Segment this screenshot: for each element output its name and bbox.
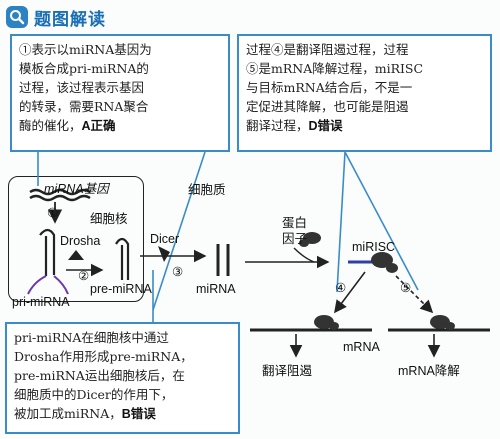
protein-factor-blob	[299, 232, 321, 247]
gene-strand-top	[29, 188, 91, 196]
verdict-d: D错误	[308, 119, 343, 133]
step2-label: ②	[78, 269, 90, 283]
protein-factor-joining	[293, 247, 315, 263]
mirisc-label: miRISC	[352, 240, 396, 254]
explanation-box-processing: pri-miRNA在细胞核中通过 Drosha作用形成pre-miRNA， pr…	[5, 322, 240, 434]
pri-mirna-label: pri-miRNA	[12, 295, 70, 309]
drosha-enzyme	[68, 250, 84, 260]
magnifier-icon	[6, 6, 28, 28]
connector-box2-step5	[344, 151, 419, 291]
pri-mirna-hairpin	[27, 228, 69, 295]
page-title: 题图解读	[34, 9, 106, 30]
cytoplasm-label: 细胞质	[188, 183, 226, 197]
drosha-label: Drosha	[60, 234, 101, 248]
dicer-label: Dicer	[150, 232, 180, 246]
nucleus-boundary	[8, 176, 144, 302]
mrna-degrade-label: mRNA降解	[398, 364, 460, 378]
mrna-label: mRNA	[343, 340, 380, 354]
complex-on-mrna-right	[430, 315, 455, 330]
pre-mirna-hairpin	[115, 237, 130, 280]
gene-label: miRNA基因	[44, 182, 109, 196]
complex-on-mrna-left	[314, 315, 339, 330]
mirna-label: miRNA	[196, 282, 236, 296]
verdict-b: B错误	[121, 407, 156, 421]
box1-text: ①表示以miRNA基因为 模板合成pri-miRNA的 过程，该过程表示基因 的…	[19, 42, 152, 133]
step1-label: ①	[47, 206, 59, 220]
mirisc-complex	[348, 252, 398, 273]
dicer-enzyme	[158, 246, 170, 262]
step5-arrow	[395, 275, 434, 314]
translation-block-label: 翻译阻遏	[262, 364, 313, 378]
nucleus-label: 细胞核	[90, 212, 128, 226]
step4-arrow	[334, 271, 366, 314]
gene-strand-bottom	[29, 194, 91, 202]
pre-mirna-label: pre-miRNA	[90, 282, 152, 296]
box3-text: pri-miRNA在细胞核中通过 Drosha作用形成pre-miRNA， pr…	[14, 330, 193, 421]
step3-label: ③	[172, 265, 184, 279]
box2-text: 过程④是翻译阻遏过程，过程 ⑤是mRNA降解过程，miRISC 与目标mRNA结…	[246, 42, 424, 133]
protein-label-line1: 蛋白	[282, 216, 308, 230]
connector-box2-step4	[336, 151, 346, 293]
protein-label-line2: 因子	[282, 232, 308, 246]
step4-label: ④	[335, 281, 347, 295]
explanation-box-translation: 过程④是翻译阻遏过程，过程 ⑤是mRNA降解过程，miRISC 与目标mRNA结…	[237, 34, 492, 152]
step5-label: ⑤	[400, 281, 412, 295]
connector-box3-dicer	[152, 151, 206, 311]
header: 题图解读	[6, 4, 106, 30]
verdict-a: A正确	[81, 119, 116, 133]
explanation-box-transcription: ①表示以miRNA基因为 模板合成pri-miRNA的 过程，该过程表示基因 的…	[10, 34, 230, 152]
